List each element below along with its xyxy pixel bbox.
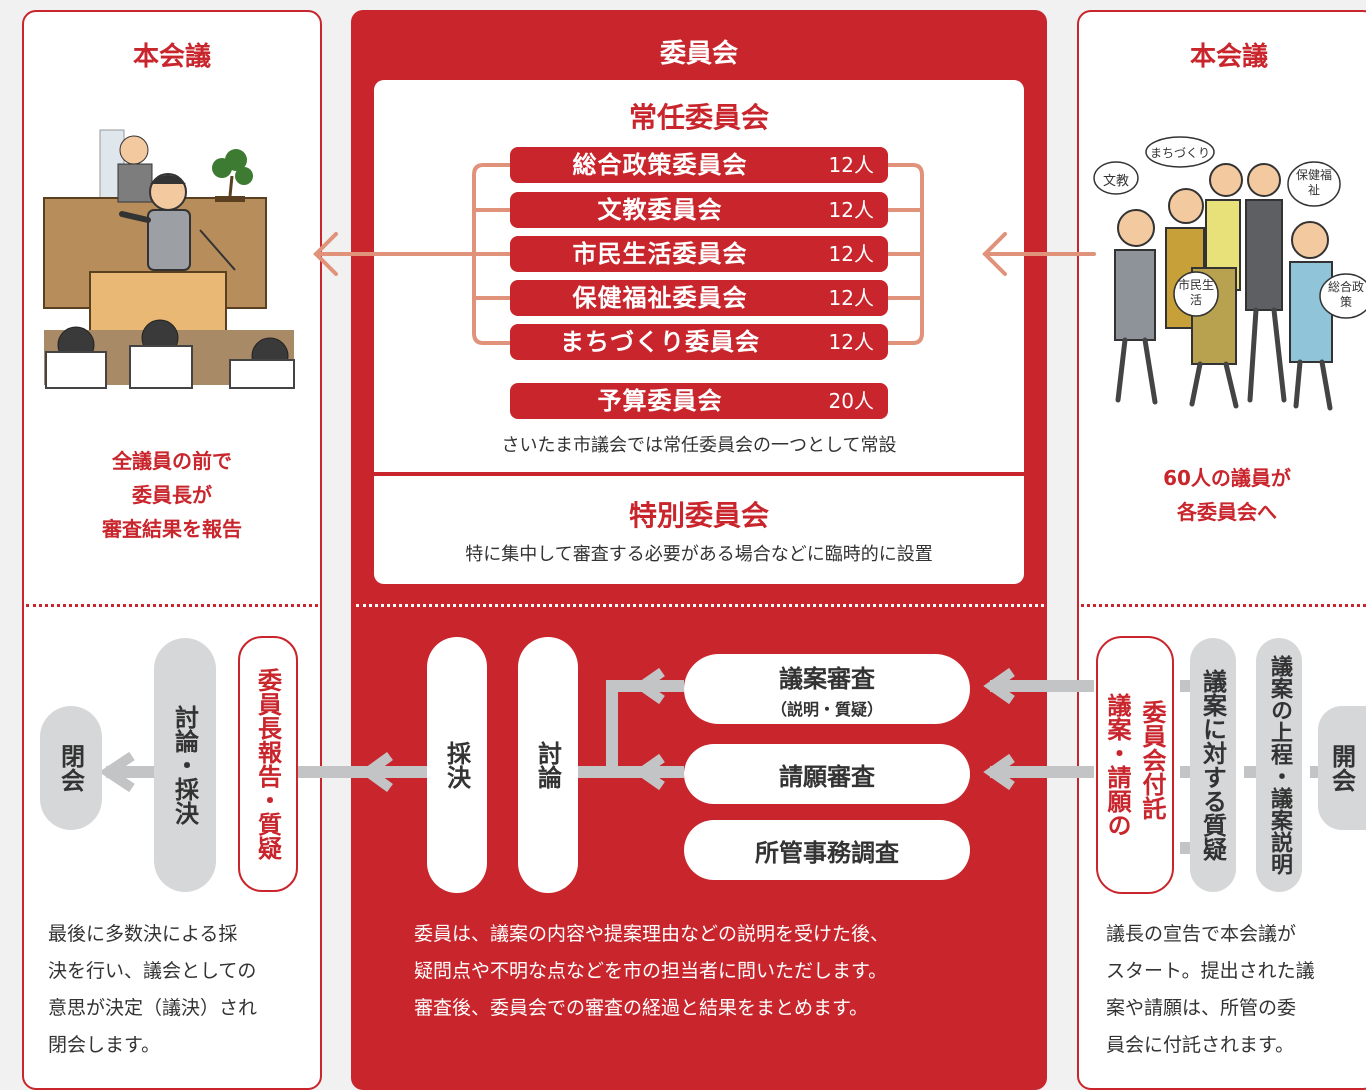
left-panel-title: 本会議 (132, 42, 211, 72)
special-committee-note: 特に集中して審査する必要がある場合などに臨時的に設置 (465, 544, 933, 565)
committee-row: まちづくり委員会 12人 (510, 324, 888, 360)
separator-left (26, 604, 318, 607)
council-members-illustration (1093, 136, 1366, 411)
committee-name: 文教委員会 (597, 196, 723, 224)
committee-count: 12人 (828, 330, 874, 354)
right-description: 議長の宣告で本会議が スタート。提出された議 案や請願は、所管の委 員会に付託さ… (1106, 923, 1315, 1056)
committee-vote-step: 採決 (427, 637, 487, 893)
chair-report-step: 委員長報告・質疑 (238, 636, 298, 892)
committee-count: 12人 (828, 242, 874, 266)
committee-name: 保健福祉委員会 (572, 284, 748, 312)
petition-review-step: 請願審査 (684, 744, 970, 804)
budget-committee-count: 20人 (828, 389, 874, 413)
lower-flow-arrows (98, 667, 1318, 854)
committee-name: 総合政策委員会 (572, 151, 748, 179)
committee-count: 12人 (828, 198, 874, 222)
committee-row: 保健福祉委員会 12人 (510, 280, 888, 316)
committee-row: 総合政策委員会 12人 (510, 147, 888, 183)
committee-debate-step: 討論 (518, 637, 578, 893)
budget-note: さいたま市議会では常任委員会の一つとして常設 (501, 435, 897, 456)
report-text: 全議員の前で 委員長が 審査結果を報告 (102, 449, 242, 541)
close-step: 閉会 (40, 706, 102, 830)
bubble-bunkyo: 文教 (1102, 174, 1129, 189)
members-text: 60人の議員が 各委員会へ (1163, 466, 1291, 524)
bubble-shimin-seikatsu: 市民生活 (1178, 278, 1215, 307)
agenda-step: 議案の上程・議案説明 (1256, 638, 1302, 892)
referral-step: 議案・請願の 委員会付託 (1096, 636, 1174, 894)
special-committee-title: 特別委員会 (628, 499, 769, 532)
bubble-hoken-fukushi: 保健福祉 (1296, 168, 1333, 197)
left-description: 最後に多数決による採 決を行い、議会としての 意思が決定（議決）され 閉会します… (48, 923, 258, 1056)
bubble-sogo-seisaku: 総合政策 (1328, 280, 1365, 309)
standing-committee-title: 常任委員会 (628, 101, 769, 134)
bill-review-step: 議案審査 （説明・質疑） (684, 654, 970, 724)
questions-step: 議案に対する質疑 (1190, 638, 1236, 892)
debate-vote-step: 討論・採決 (154, 638, 216, 892)
open-step: 開会 (1318, 706, 1366, 830)
budget-committee-name: 予算委員会 (597, 387, 723, 415)
separator-center (356, 604, 1044, 607)
committee-count: 12人 (828, 286, 874, 310)
committee-name: まちづくり委員会 (560, 328, 760, 356)
committee-count: 12人 (828, 153, 874, 177)
affairs-review-step: 所管事務調査 (684, 820, 970, 880)
committee-panel-title: 委員会 (659, 39, 738, 69)
committee-row: 市民生活委員会 12人 (510, 236, 888, 272)
special-committee-box (374, 476, 1024, 584)
right-panel-title: 本会議 (1189, 42, 1268, 72)
upper-flow-arrows (313, 232, 1096, 276)
budget-committee-row: 予算委員会 20人 (510, 383, 888, 419)
committee-row: 文教委員会 12人 (510, 192, 888, 228)
bubble-machizukuri: まちづくり (1149, 146, 1210, 160)
plenary-session-illustration (43, 129, 295, 389)
committee-name: 市民生活委員会 (572, 240, 748, 268)
center-description: 委員は、議案の内容や提案理由などの説明を受けた後、 疑問点や不明な点などを市の担… (414, 923, 890, 1019)
separator-right (1081, 604, 1366, 607)
